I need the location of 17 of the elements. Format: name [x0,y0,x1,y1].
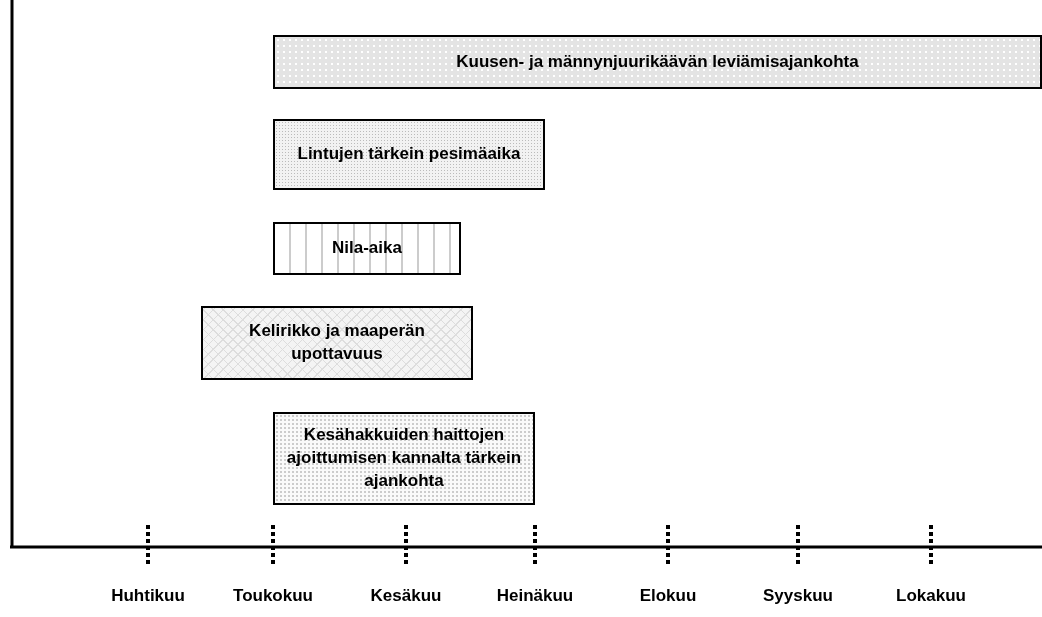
month-label: Heinäkuu [496,586,574,606]
timeline-bar [273,119,545,190]
timeline-bar [201,306,473,380]
month-label: Lokakuu [896,586,966,606]
bar-label: Kelirikko ja maaperän upottavuus [248,320,426,365]
month-label: Toukokuu [233,586,313,606]
month-label: Kesäkuu [370,586,442,606]
timeline-bar [273,412,535,505]
month-label: Elokuu [639,586,697,606]
bar-label: Kuusen- ja männynjuurikäävän leviämisajankohta [456,50,859,73]
timeline-bar [273,35,1042,89]
month-label: Syyskuu [763,586,833,606]
bar-label: Kesähakkuiden haittojen ajoittumisen kannalta tärkein ajankohta [285,424,523,492]
bar-label: Lintujen tärkein pesimäaika [297,143,521,166]
month-label: Huhtikuu [111,586,185,606]
bar-label: Nila-aika [332,237,402,260]
timeline-bar [273,222,461,275]
